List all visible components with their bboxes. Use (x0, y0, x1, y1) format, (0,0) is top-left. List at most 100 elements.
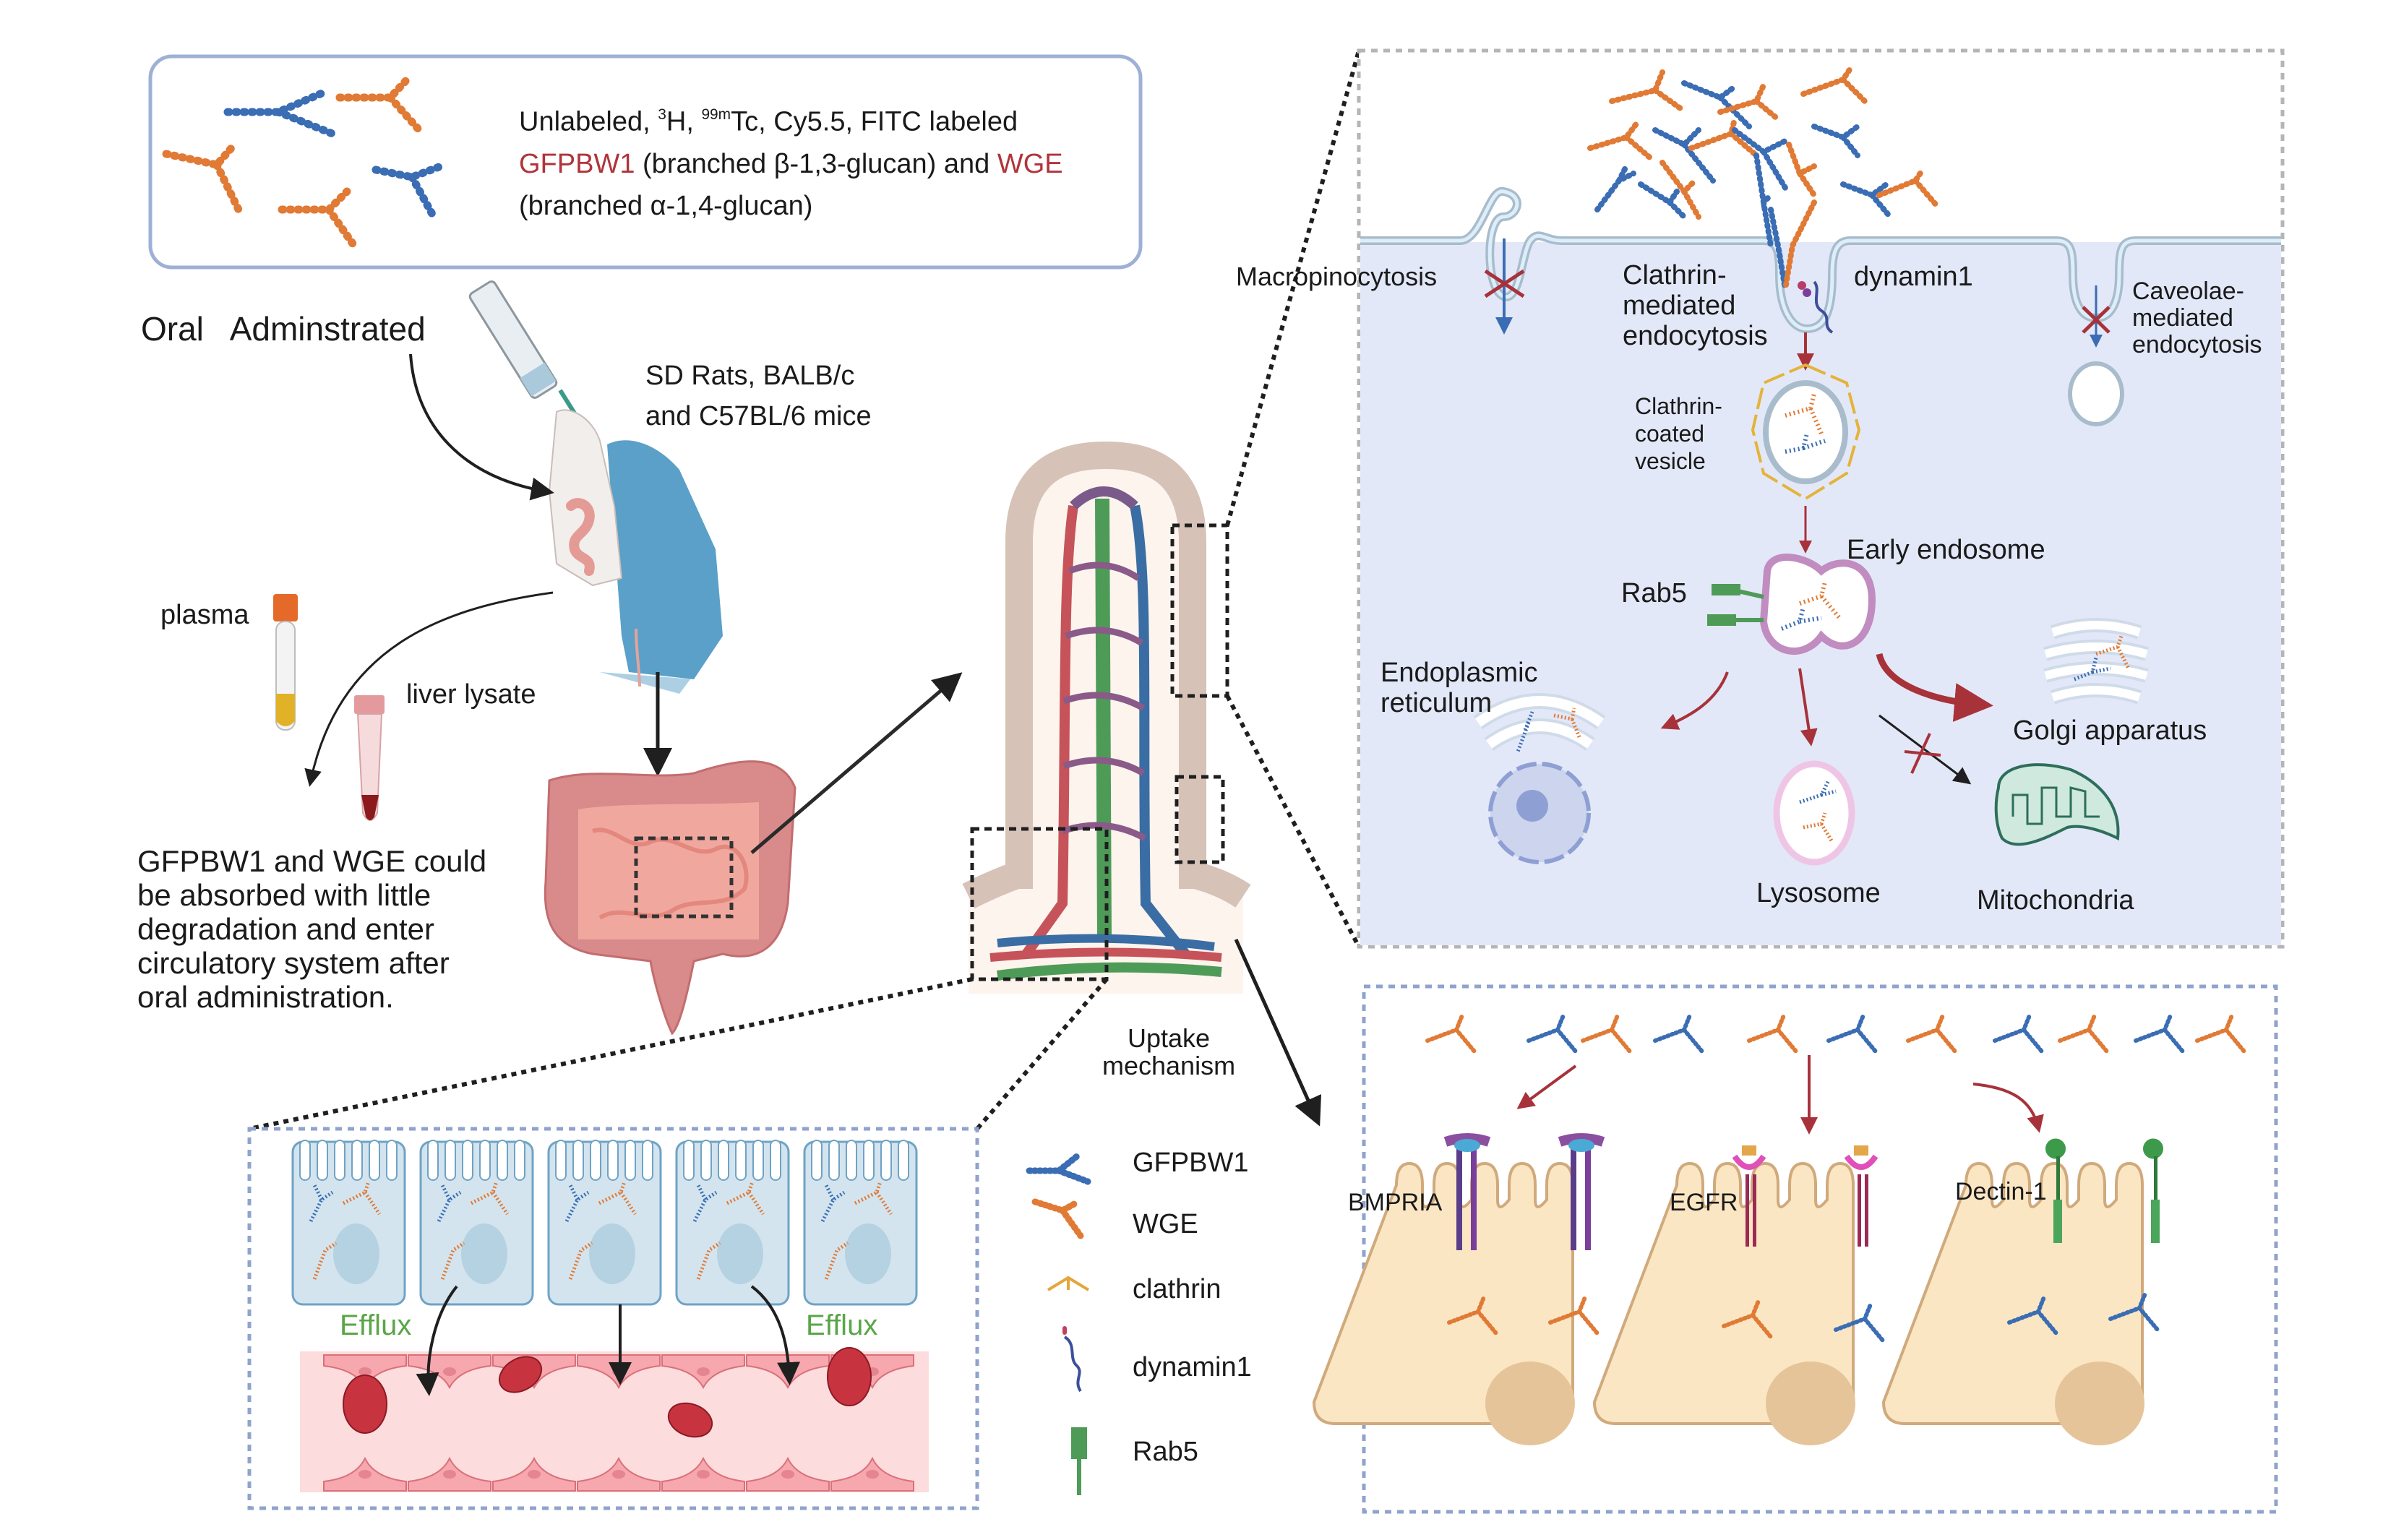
legend-label-rab5: Rab5 (1133, 1437, 1198, 1467)
er-line-2: reticulum (1381, 688, 1493, 718)
wge-molecule (1581, 1013, 1632, 1054)
polysaccharide-chains-illustration (162, 74, 445, 250)
efflux-label-right: Efflux (806, 1309, 878, 1341)
egfr-label: EGFR (1670, 1189, 1738, 1216)
gfpbw1-molecule (1993, 1013, 2044, 1054)
intestine-illustration (544, 760, 796, 1036)
to-golgi-arrow (1876, 653, 1993, 722)
receptor-panel-polysaccharides (1425, 1013, 2246, 1343)
plasma-tube-icon (273, 594, 298, 731)
mitochondria-blocked-icon (1904, 733, 1941, 774)
mitochondria-illustration (1994, 763, 2120, 846)
mitochondria-label: Mitochondria (1977, 885, 2134, 916)
caveolae-mediated-line-1: Caveolae- (2132, 278, 2244, 305)
wge-icon (1031, 1198, 1084, 1239)
rab5-label: Rab5 (1621, 578, 1687, 608)
conclusion-line-3: degradation and enter (137, 912, 434, 946)
liver-lysate-label: liver lysate (406, 679, 536, 710)
caveolae-mediated-line-2: mediated (2132, 304, 2233, 332)
wge-molecule (1447, 1295, 1498, 1335)
endothelial-cell (492, 1456, 576, 1492)
gfpbw1-molecule (1527, 1013, 1578, 1054)
wge-molecule (1722, 1299, 1773, 1339)
macropinocytosis-label: Macropinocytosis (1236, 262, 1438, 291)
dynamin1-label: dynamin1 (1854, 262, 1973, 292)
wge-molecule (1548, 1295, 1600, 1335)
receptors (1443, 1133, 2163, 1250)
epithelial-cell (291, 1140, 406, 1306)
endothelial-cell (661, 1354, 745, 1390)
rat-in-hand-illustration (548, 409, 723, 694)
description-line-1: Unlabeled, 3H, 99mTc, Cy5.5, FITC labele… (519, 106, 1018, 137)
intestinal-epithelial-cell (1881, 1161, 2144, 1445)
oral-arrow (409, 353, 554, 501)
efflux-arrows (416, 1285, 801, 1396)
receptor-cells (1312, 1161, 2144, 1445)
legend-label-gfpbw1: GFPBW1 (1133, 1148, 1249, 1178)
uptake-arrow (1234, 938, 1322, 1127)
egfr-receptor-2 (1844, 1145, 1878, 1247)
gfpbw1-molecule (1826, 1013, 1878, 1054)
epithelial-cell (675, 1140, 790, 1306)
lysosome-illustration (1773, 760, 1855, 866)
dynamin1-icon-legend (1062, 1326, 1082, 1393)
endothelial-cell (323, 1456, 407, 1492)
gfpbw1-molecule (2134, 1013, 2185, 1054)
uptake-line-1: Uptake (1127, 1023, 1211, 1053)
golgi-apparatus-illustration (2043, 618, 2149, 705)
intestinal-epithelial-cell (1312, 1161, 1575, 1445)
clathrin-coated-vesicle (1751, 363, 1861, 501)
clathrin-mediated-line-3: endocytosis (1623, 321, 1768, 351)
conclusion-line-1: GFPBW1 and WGE could (137, 844, 487, 878)
lysosome-label: Lysosome (1756, 878, 1881, 908)
to-lysosome-arrow (1798, 668, 1818, 747)
dectin1-receptor-2 (2143, 1138, 2163, 1243)
endothelial-cell (661, 1456, 745, 1492)
clathrin-coated-vesicle-line-3: vesicle (1635, 448, 1706, 474)
conclusion-line-5: oral administration. (137, 980, 394, 1014)
liver-lysate-tube-icon (354, 695, 385, 821)
egfr-receptor-1 (1732, 1145, 1766, 1247)
bmpria-receptor-1 (1443, 1133, 1491, 1250)
rab5-icon (1071, 1427, 1087, 1495)
legend-label-dynamin1: dynamin1 (1133, 1352, 1252, 1382)
gfpbw1-name: GFPBW1 (519, 148, 635, 179)
description-line-3: (branched α-1,4-glucan) (519, 190, 813, 221)
conclusion-line-2: be absorbed with little (137, 878, 431, 912)
endothelial-cell (830, 1456, 914, 1492)
efflux-label-left: Efflux (340, 1309, 412, 1341)
endothelial-cell (746, 1456, 830, 1492)
intestinal-epithelial-cell (1592, 1161, 1855, 1445)
gfpbw1-molecule (1653, 1013, 1704, 1054)
gfpbw1-molecule (2108, 1291, 2160, 1332)
wge-molecule (1425, 1013, 1477, 1054)
red-blood-cells (343, 1347, 872, 1438)
clathrin-coated-vesicle-line-2: coated (1635, 421, 1705, 447)
villus-illustration (962, 441, 1251, 994)
to-villus-arrow (750, 672, 963, 854)
epithelial-cell (547, 1140, 662, 1306)
receptor-arrows (1516, 1055, 2044, 1135)
wge-molecule (1906, 1013, 1957, 1054)
clathrin-coated-vesicle-line-1: Clathrin- (1635, 393, 1722, 419)
clathrin-mediated-line-2: mediated (1623, 291, 1736, 321)
endothelial-cells (323, 1354, 914, 1492)
legend-icons (1026, 1153, 1091, 1495)
golgi-label: Golgi apparatus (2013, 715, 2207, 746)
clathrin-mediated-line-1: Clathrin- (1623, 260, 1727, 291)
wge-name: WGE (997, 148, 1063, 179)
er-line-1: Endoplasmic (1381, 658, 1538, 688)
macropinocytosis-blocked-icon (1484, 269, 1525, 298)
endothelial-cell (577, 1456, 661, 1492)
epithelial-cells-row (291, 1140, 918, 1306)
bmpria-label: BMPRIA (1348, 1189, 1443, 1216)
syringe-illustration (468, 280, 580, 421)
uptake-line-2: mechanism (1102, 1051, 1236, 1080)
polysaccharide-description: Unlabeled, 3H, 99mTc, Cy5.5, FITC labele… (519, 94, 1063, 227)
